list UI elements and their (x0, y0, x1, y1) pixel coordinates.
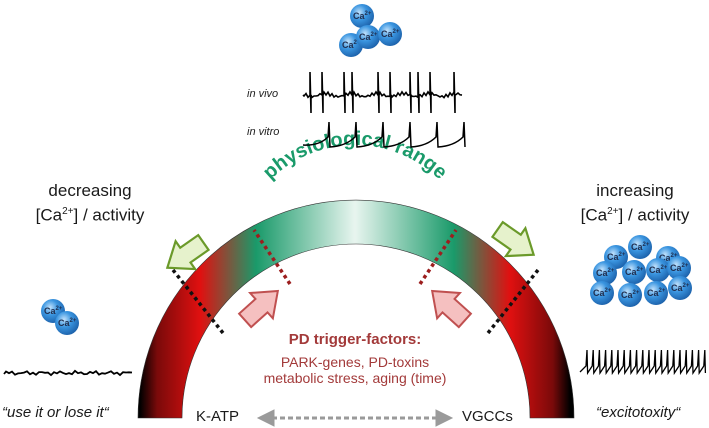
high-activity-trace (579, 349, 707, 376)
svg-text:Ca2+: Ca2+ (671, 283, 690, 293)
svg-text:Ca2+: Ca2+ (353, 11, 372, 21)
svg-text:Ca2+: Ca2+ (625, 267, 644, 277)
calcium-ion-icon: Ca2+ (667, 256, 691, 280)
calcium-ion-icon: Ca2+ (356, 25, 380, 49)
increasing-label: increasing [Ca2+] / activity (560, 180, 709, 226)
svg-text:Ca2+: Ca2+ (607, 252, 626, 262)
increasing-line1: increasing (596, 181, 674, 200)
trigger-arrow-right (430, 289, 473, 329)
svg-text:Ca2+: Ca2+ (44, 306, 63, 316)
svg-text:Ca2+: Ca2+ (381, 29, 400, 39)
svg-text:Ca2+: Ca2+ (631, 242, 650, 252)
calcium-ion-icon: Ca2+ (618, 283, 642, 307)
svg-text:Ca2+: Ca2+ (649, 265, 668, 275)
calcium-ion-icon: Ca2+ (622, 260, 646, 284)
calcium-ion-icon: Ca2+ (646, 258, 670, 282)
ion-cluster-top: Ca2+ Ca2+ Ca2+ Ca2+ (339, 4, 402, 57)
channel-label-vgccs: VGCCs (462, 408, 513, 425)
physiological-arc (137, 199, 575, 419)
use-it-or-lose-it-quote: “use it or lose it“ (2, 404, 109, 421)
increasing-line2: [Ca2+] / activity (580, 205, 690, 225)
excitotoxity-quote: “excitotoxity“ (596, 404, 681, 421)
in-vitro-label: in vitro (247, 126, 280, 138)
svg-text:Ca2+: Ca2+ (596, 268, 615, 278)
svg-text:Ca2+: Ca2+ (659, 253, 678, 263)
in-vitro-trace (302, 121, 466, 148)
in-vivo-label: in vivo (247, 88, 279, 100)
trigger-factors-title: PD trigger-factors: (288, 331, 422, 348)
calcium-ion-icon: Ca2+ (350, 4, 374, 28)
svg-text:Ca2+: Ca2+ (647, 288, 666, 298)
ion-cluster-left: Ca2+ Ca2+ (41, 299, 79, 335)
svg-text:Ca2+: Ca2+ (342, 40, 361, 50)
calcium-ion-icon: Ca2+ (668, 276, 692, 300)
arrow-increasing (490, 220, 536, 258)
decreasing-label: decreasing [Ca2+] / activity (15, 180, 165, 226)
ion-cluster-right: Ca2+ Ca2+ Ca2+ Ca2+ Ca2+ Ca2+ Ca2+ Ca2+ … (590, 235, 692, 307)
trigger-factors-line1: PARK-genes, PD-toxins (280, 354, 430, 370)
channel-label-katp: K-ATP (196, 408, 240, 425)
low-activity-trace (3, 369, 133, 377)
calcium-ion-icon: Ca2+ (590, 281, 614, 305)
svg-text:Ca2+: Ca2+ (593, 288, 612, 298)
trigger-factors-line2: metabolic stress, aging (time) (263, 370, 447, 386)
trigger-arrow-left (237, 289, 280, 329)
calcium-ion-icon: Ca2+ (593, 261, 617, 285)
decreasing-line1: decreasing (48, 181, 132, 200)
svg-text:Ca2+: Ca2+ (670, 263, 689, 273)
decreasing-line2: [Ca2+] / activity (35, 205, 145, 225)
calcium-ion-icon: Ca2+ (378, 22, 402, 46)
calcium-ion-icon: Ca2+ (628, 235, 652, 259)
calcium-ion-icon: Ca2+ (55, 311, 79, 335)
in-vivo-trace (302, 71, 463, 114)
channel-double-arrow (256, 409, 454, 427)
arrow-decreasing (165, 233, 211, 271)
trigger-factors-block: PD trigger-factors: PARK-genes, PD-toxin… (250, 331, 460, 386)
svg-text:Ca2+: Ca2+ (58, 318, 77, 328)
svg-text:Ca2+: Ca2+ (359, 32, 378, 42)
calcium-ion-icon: Ca2+ (644, 281, 668, 305)
svg-text:Ca2+: Ca2+ (621, 290, 640, 300)
